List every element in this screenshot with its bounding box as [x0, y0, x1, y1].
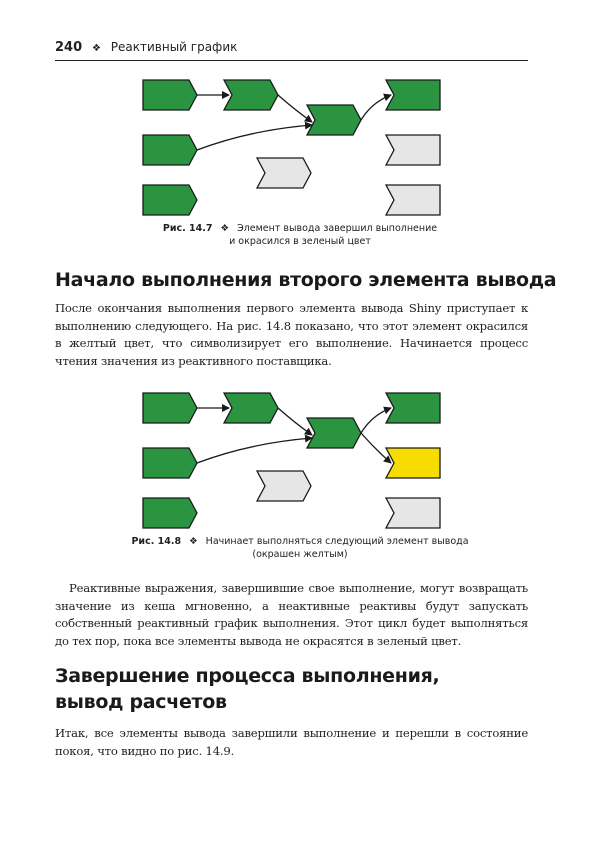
caption-text: Начинает выполняться следующий элемент в… [205, 536, 469, 547]
output-node [384, 184, 441, 216]
figure-14-8-caption: Рис. 14.8 ❖ Начинает выполняться следующ… [0, 535, 600, 561]
figure-14-7-diagram [142, 79, 441, 216]
section-heading: Начало выполнения второго элемента вывод… [55, 269, 557, 291]
source-node [142, 447, 198, 479]
separator-icon: ❖ [189, 536, 198, 547]
arrow [277, 94, 313, 123]
output-node [384, 79, 441, 111]
source-node [142, 79, 198, 111]
caption-text: Элемент вывода завершил выполнение [237, 223, 438, 234]
arrow [360, 406, 392, 434]
source-node [142, 392, 198, 424]
output-node [384, 497, 441, 529]
section-heading: Завершение процесса выполнения, вывод ра… [55, 663, 440, 715]
arrow [196, 434, 313, 464]
conductor-node [305, 104, 362, 136]
separator-icon: ❖ [220, 223, 230, 234]
heading-line: Завершение процесса выполнения, [55, 665, 440, 687]
output-node [384, 392, 441, 424]
page-number: 240 [55, 40, 83, 55]
conductor-node [305, 417, 362, 449]
caption-text: (окрашен желтым) [252, 549, 348, 560]
arrow [360, 93, 392, 121]
arrow [196, 121, 313, 151]
arrow [360, 432, 392, 464]
figure-14-7-caption: Рис. 14.7 ❖ Элемент вывода завершил выпо… [0, 222, 600, 248]
conductor-node [255, 470, 312, 502]
conductor-node [222, 79, 279, 111]
paragraph: После окончания выполнения первого элеме… [55, 301, 528, 368]
arrow [277, 407, 313, 436]
paragraph: Итак, все элементы вывода завершили выпо… [55, 726, 528, 758]
conductor-node [255, 157, 312, 189]
source-node [142, 134, 198, 166]
output-node [384, 447, 441, 479]
figure-label: Рис. 14.7 [162, 223, 213, 234]
conductor-node [222, 392, 279, 424]
heading-line: вывод расчетов [55, 691, 227, 713]
chapter-title: Реактивный график [110, 40, 238, 54]
caption-text: и окрасился в зеленый цвет [229, 236, 371, 247]
running-header: 240 ❖ Реактивный график [55, 40, 237, 55]
output-node [384, 134, 441, 166]
source-node [142, 184, 198, 216]
separator-icon: ❖ [91, 43, 101, 54]
figure-14-8-diagram [142, 392, 441, 529]
figure-label: Рис. 14.8 [131, 536, 182, 547]
source-node [142, 497, 198, 529]
paragraph: Реактивные выражения, завершившие свое в… [55, 581, 528, 648]
header-rule [55, 60, 528, 61]
